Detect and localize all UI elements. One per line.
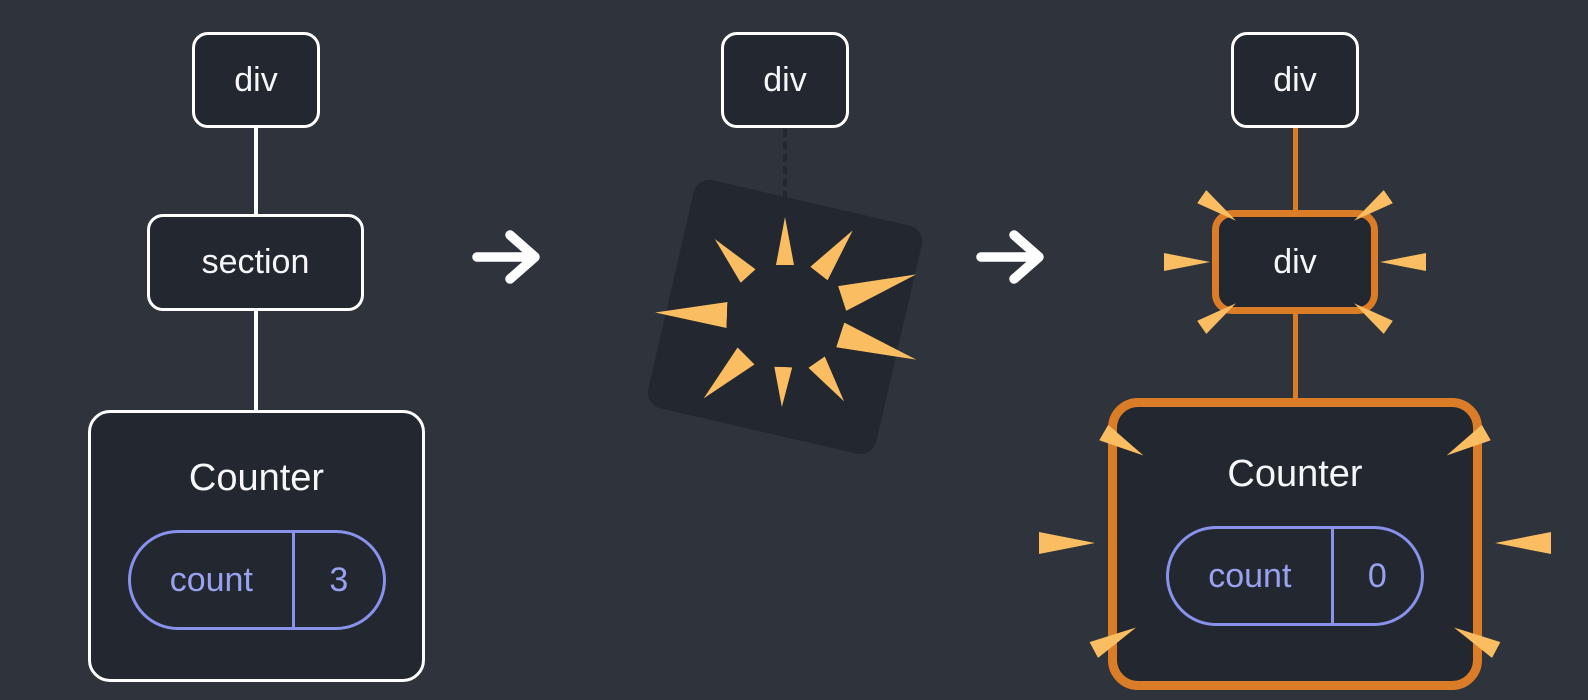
node-label: div <box>1273 60 1317 99</box>
node-label: section <box>201 243 310 281</box>
state-label: count <box>1169 529 1334 623</box>
tree-edge-before-2 <box>254 311 258 410</box>
component-name: Counter <box>188 457 325 499</box>
node-label: div <box>1273 242 1317 281</box>
state-value: 3 <box>329 560 349 599</box>
node-section-before: section <box>147 214 364 311</box>
node-label: div <box>234 60 278 99</box>
spark-icon <box>1164 253 1210 271</box>
node-div-root-before: div <box>192 32 320 128</box>
node-label: div <box>763 60 807 99</box>
node-div-root-transition: div <box>721 32 849 128</box>
state-label: count <box>131 533 296 627</box>
spark-icon <box>1495 532 1551 554</box>
counter-card-after: Counter count 0 <box>1108 398 1482 690</box>
node-div-highlighted-after: div <box>1212 210 1378 314</box>
state-value: 0 <box>1367 556 1387 595</box>
component-name: Counter <box>1227 453 1363 495</box>
arrow-right-icon <box>976 230 1044 284</box>
tree-edge-after-2 <box>1293 314 1298 398</box>
node-div-root-after: div <box>1231 32 1359 128</box>
spark-icon <box>1380 253 1426 271</box>
tree-edge-after-1 <box>1293 128 1298 210</box>
counter-card-before: Counter count 3 <box>88 410 425 682</box>
tree-edge-dashed <box>783 129 787 199</box>
spark-icon <box>1039 532 1095 554</box>
state-pill-before: count 3 <box>127 530 386 630</box>
tree-edge-before-1 <box>254 128 258 214</box>
arrow-right-icon <box>472 230 540 284</box>
state-pill-after: count 0 <box>1166 526 1424 626</box>
